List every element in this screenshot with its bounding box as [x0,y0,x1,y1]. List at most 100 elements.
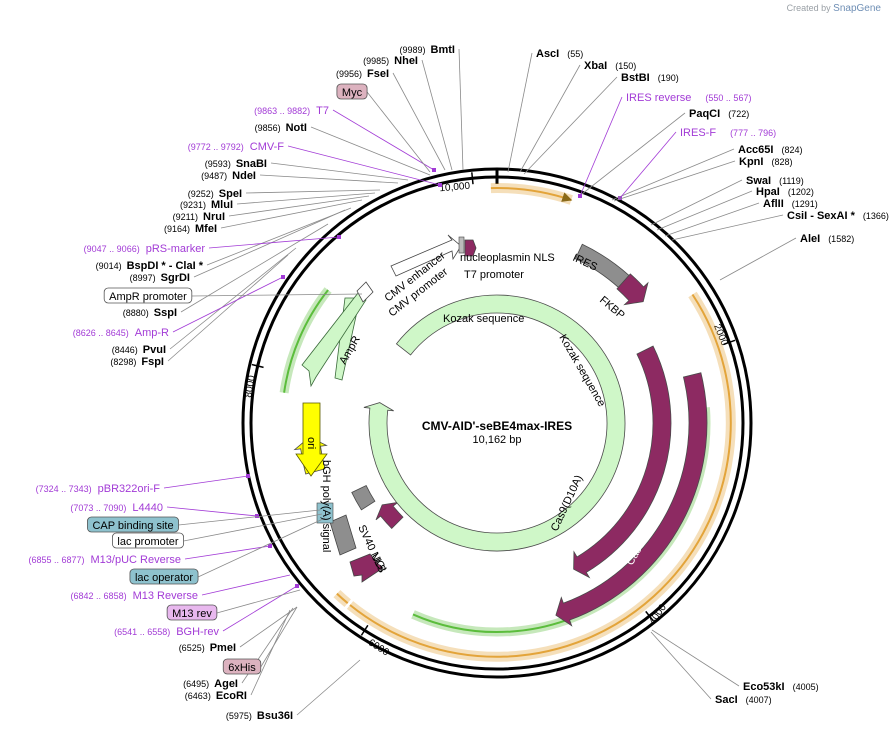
ruler-tick [471,172,474,185]
enzyme-site-nrui: NruI(9211) [173,211,225,223]
enzyme-site-sgrdi: SgrDI (8997) [130,272,190,284]
enzyme-name: NdeI [232,170,256,182]
ruler-tick-label: 8000 [243,374,258,398]
feature-label-kozak-sequence: Kozak sequence [443,313,524,325]
primer-bgh-rev: BGH-rev(6541 .. 6558) [114,626,219,638]
enzyme-site-bsu36i: Bsu36I(5975) [226,710,293,722]
boxed-feature-leader [260,606,298,668]
primer-range: (8626 .. 8645) [73,328,129,338]
primer-leader [222,585,298,632]
feature-cas9 [555,372,708,627]
enzyme-leader [193,209,346,278]
enzyme-site-fspi: FspI(8298) [110,356,164,368]
enzyme-site-snabi: SnaBI(9593) [205,158,267,170]
enzyme-name: AscI [536,48,559,60]
primer-name: M13 Reverse [133,590,198,602]
enzyme-site-swai: SwaI(1119) [746,175,804,187]
enzyme-site-bmti: BmtI(9989) [400,44,455,56]
enzyme-leader [167,254,289,362]
enzyme-site-sspi: SspI (8880) [123,307,177,319]
boxed-feature-leader [216,589,301,614]
bgh-block [329,514,357,556]
lac-region-block [316,502,334,524]
primer-name: L4440 [132,502,163,514]
enzyme-name: SacI [715,694,738,706]
enzyme-site-bspdi-clai: BspDI * - ClaI * (9014) [96,260,204,272]
ruler-tick [251,363,264,369]
enzyme-leader [228,195,370,217]
enzyme-name: MluI [211,199,233,211]
enzyme-site-ecori: EcoRI (6463) [185,690,247,702]
enzyme-position: (8997) [130,273,156,283]
plasmid-name: CMV-AID'-seBE4max-IRES [422,419,572,433]
primer-amp-r: Amp-R(8626 .. 8645) [73,327,169,339]
boxed-feature-text: Myc [342,87,363,99]
feature-layer [246,168,736,662]
primer-range: (9047 .. 9066) [84,244,140,254]
enzyme-position: (9593) [205,159,231,169]
enzyme-name: PvuI [143,344,166,356]
enzyme-leader [611,148,735,201]
enzyme-leader [581,112,686,195]
enzyme-position: (9989) [400,45,426,55]
enzyme-position: (5975) [226,711,252,721]
enzyme-leader [664,202,760,237]
ruler-tick-label: 10,000 [439,181,471,195]
ruler-tick [645,610,654,622]
enzyme-position: (6495) [183,679,209,689]
enzyme-site-pvui: PvuI(8446) [112,344,166,356]
feature-label-ori: ori [305,437,317,449]
primer-name: IRES reverse [626,92,691,104]
enzyme-leader [458,48,464,171]
enzyme-name: XbaI [584,60,607,72]
enzyme-site-spei: SpeI(9252) [188,188,242,200]
ugi-arrow [349,553,384,583]
nls-arrow [464,239,477,257]
enzyme-name: KpnI [739,156,763,168]
enzyme-position: (6463) [185,691,211,701]
boxed-feature-leader [191,293,363,297]
enzyme-site-kpni: KpnI(828) [739,156,792,168]
ampr-promoter-arrow [356,281,374,303]
enzyme-leader [270,162,409,181]
enzyme-leader [613,160,736,202]
enzyme-site-alei: AleI(1582) [800,233,854,245]
enzyme-name: AgeI [214,678,238,690]
enzyme-name: BstBI [621,72,650,84]
enzyme-name: SspI [154,307,177,319]
boxed-feature-text: AmpR promoter [109,291,187,303]
primer-name: pBR322ori-F [98,483,161,495]
enzyme-leader [169,247,297,350]
plasmid-size: 10,162 bp [473,434,522,446]
boxed-feature-cap-binding-site: CAP binding site [87,516,179,533]
enzyme-position: (1366) [863,211,889,221]
primer-leader [163,475,249,489]
enzyme-site-hpai: HpaI(1202) [756,186,814,198]
primer-pbr322ori-f: pBR322ori-F(7324 .. 7343) [36,483,161,495]
primer-range: (9863 .. 9882) [254,106,310,116]
enzyme-leader [236,192,376,205]
enzyme-position: (1202) [788,187,814,197]
boxed-feature-lac-promoter: lac promoter [112,532,184,549]
feature-fkbp [616,273,649,306]
enzyme-position: (8880) [123,308,149,318]
primer-range: (6541 .. 6558) [114,627,170,637]
enzyme-position: (55) [567,49,583,59]
enzyme-name: FseI [367,68,389,80]
enzyme-leader [239,606,298,648]
primer-name: M13/pUC Reverse [91,554,181,566]
primer-leader [166,506,258,517]
enzyme-position: (824) [781,145,802,155]
ori-arrow [295,402,328,477]
boxed-feature-frame [336,83,368,100]
enzyme-site-xbai: XbaI(150) [584,60,636,72]
enzyme-name: EcoRI [216,690,247,702]
enzyme-position: (190) [658,73,679,83]
enzyme-name: SgrDI [161,272,190,284]
feature-ampr [363,294,626,552]
enzyme-name: BspDI * - ClaI * [127,260,204,272]
boxed-feature-text: CAP binding site [92,520,173,532]
enzyme-site-mlui: MluI(9231) [180,199,233,211]
enzyme-leader [206,207,352,266]
enzyme-position: (9014) [96,261,122,271]
